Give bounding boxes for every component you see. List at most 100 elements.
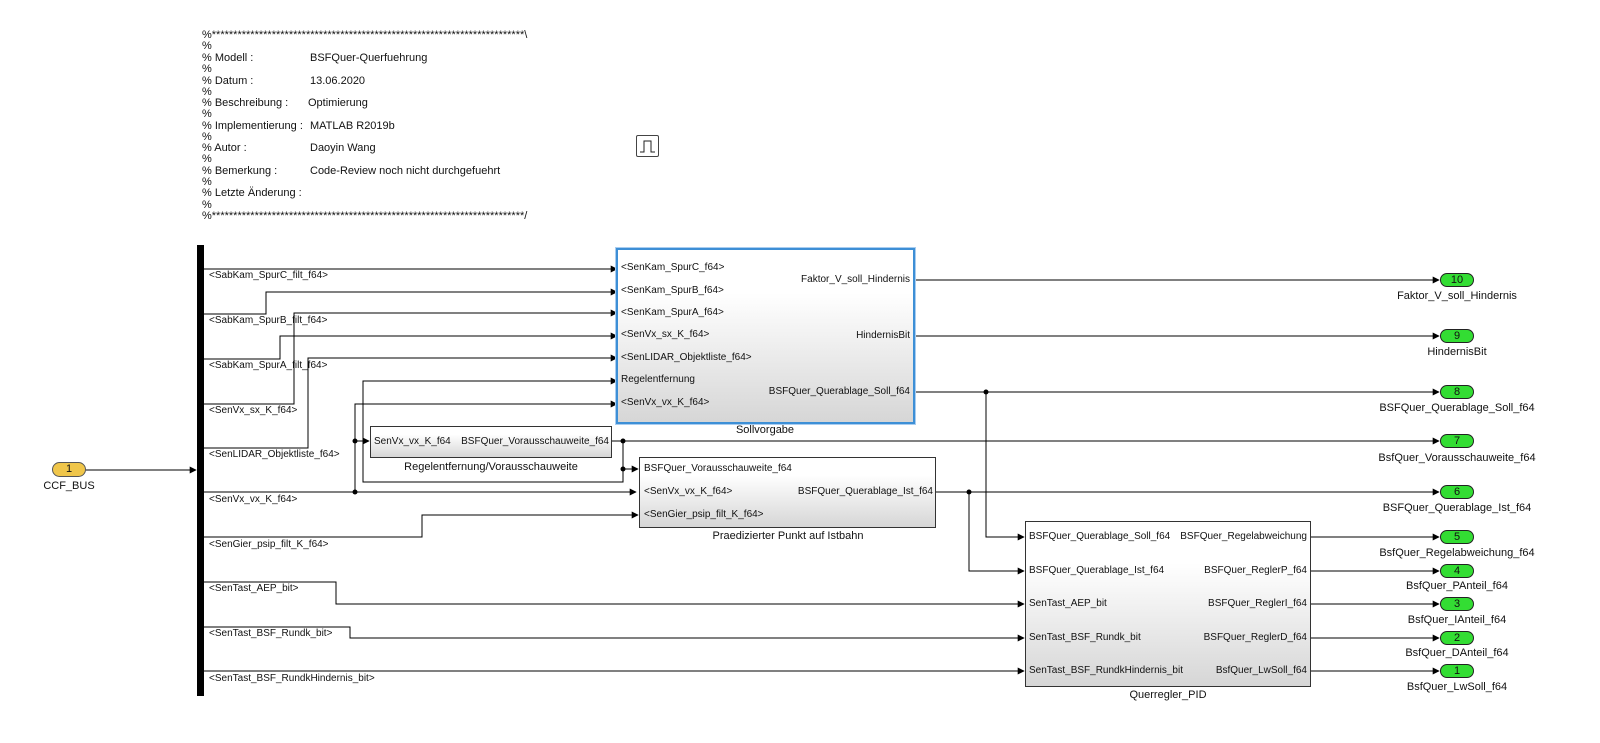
header-pct: %: [202, 131, 212, 143]
querregler-out-port: BSFQuer_ReglerD_f64: [1203, 632, 1307, 643]
praediziert-in-port: BSFQuer_Vorausschauweite_f64: [644, 463, 792, 474]
outport-4[interactable]: 4: [1440, 564, 1474, 578]
wire-vx-vx-branch1: [354, 437, 370, 492]
regelentfernung-out-port: BSFQuer_Vorausschauweite_f64: [461, 436, 609, 447]
header-stars-top: %***************************************…: [202, 29, 528, 41]
sollvorgabe-in-port: <SenKam_SpurB_f64>: [621, 285, 724, 296]
querregler-in-port: BSFQuer_Querablage_Ist_f64: [1029, 565, 1165, 576]
header-key-bemerkung: % Bemerkung :: [202, 165, 278, 177]
header-key-implementierung: % Implementierung :: [202, 120, 303, 132]
bus-signal-label: <SenVx_vx_K_f64>: [209, 494, 298, 505]
sollvorgabe-block[interactable]: [616, 248, 915, 424]
sollvorgabe-in-port: Regelentfernung: [621, 374, 695, 385]
sollvorgabe-in-port: <SenLIDAR_Objektliste_f64>: [621, 352, 752, 363]
wire-spurb: [204, 288, 618, 315]
bus-signal-label: <SenGier_psip_filt_K_f64>: [209, 539, 329, 550]
praediziert-in-port: <SenVx_vx_K_f64>: [644, 486, 733, 497]
querregler-pid-block[interactable]: [1025, 521, 1311, 687]
header-key-letzte-aenderung: % Letzte Änderung :: [202, 187, 302, 199]
regelentfernung-in-port: SenVx_vx_K_f64: [374, 436, 451, 447]
header-key-beschreibung: % Beschreibung :: [202, 97, 289, 109]
outport-1[interactable]: 1: [1440, 664, 1474, 678]
pulse-generator-icon: [640, 140, 655, 153]
header-value-modell: BSFQuer-Querfuehrung: [310, 52, 428, 64]
bus-signal-label: <SabKam_SpurA_filt_f64>: [209, 360, 328, 371]
header-pct: %: [202, 199, 212, 211]
wire-vorausschau-to-praed: [622, 441, 639, 473]
header-pct: %: [202, 108, 212, 120]
querregler-out-port: BsfQuer_LwSoll_f64: [1215, 665, 1307, 676]
bus-signal-label: <SenTast_AEP_bit>: [209, 583, 299, 594]
wire-querablage-soll-to-pid: [985, 392, 1025, 541]
praediziert-in-port: <SenGier_psip_filt_K_f64>: [644, 509, 764, 520]
wire-vx-vx-branch2: [354, 400, 618, 441]
inport-ccf-bus[interactable]: 1: [52, 462, 86, 477]
header-key-modell: % Modell :: [202, 52, 254, 64]
wire-lidar: [204, 354, 618, 449]
header-value-autor: Daoyin Wang: [310, 142, 376, 154]
header-key-datum: % Datum :: [202, 75, 254, 87]
regelentfernung-block[interactable]: [370, 426, 612, 458]
wire-querablage-ist-to-pid: [968, 492, 1025, 575]
outport-name: BsfQuer_LwSoll_f64: [1406, 681, 1508, 693]
sollvorgabe-out-port: BSFQuer_Querablage_Soll_f64: [768, 386, 910, 397]
sollvorgabe-name: Sollvorgabe: [735, 424, 795, 436]
wire-gier: [204, 511, 639, 538]
outport-name: Faktor_V_soll_Hindernis: [1397, 290, 1517, 302]
praediziert-block[interactable]: [639, 457, 936, 528]
inport-name: CCF_BUS: [43, 480, 95, 492]
header-stars-bottom: %***************************************…: [202, 210, 528, 222]
querregler-in-port: SenTast_BSF_RundkHindernis_bit: [1029, 665, 1183, 676]
header-pct: %: [202, 40, 212, 52]
querregler-in-port: SenTast_AEP_bit: [1029, 598, 1107, 609]
outport-6[interactable]: 6: [1440, 485, 1474, 499]
outport-2[interactable]: 2: [1440, 631, 1474, 645]
bus-signal-label: <SenLIDAR_Objektliste_f64>: [209, 449, 340, 460]
outport-name: BsfQuer_DAnteil_f64: [1405, 647, 1509, 659]
header-pct: %: [202, 176, 212, 188]
pulse-generator-block[interactable]: [636, 135, 659, 157]
outport-9[interactable]: 9: [1440, 329, 1474, 343]
sollvorgabe-out-port: Faktor_V_soll_Hindernis: [801, 274, 910, 285]
outport-7[interactable]: 7: [1440, 434, 1474, 448]
querregler-name: Querregler_PID: [1129, 689, 1207, 701]
outport-5[interactable]: 5: [1440, 530, 1474, 544]
sollvorgabe-in-port: <SenVx_vx_K_f64>: [621, 397, 710, 408]
outport-10[interactable]: 10: [1440, 273, 1474, 287]
praediziert-name: Praedizierter Punkt auf Istbahn: [712, 530, 864, 542]
header-pct: %: [202, 63, 212, 75]
outport-name: BsfQuer_IAnteil_f64: [1407, 614, 1507, 626]
bus-signal-label: <SenTast_BSF_RundkHindernis_bit>: [209, 673, 375, 684]
sollvorgabe-in-port: <SenKam_SpurC_f64>: [621, 262, 725, 273]
header-value-datum: 13.06.2020: [310, 75, 366, 87]
outport-name: HindernisBit: [1427, 346, 1487, 358]
sollvorgabe-out-port: HindernisBit: [856, 330, 910, 341]
outport-name: BSFQuer_Querablage_Ist_f64: [1382, 502, 1532, 514]
wire-vx-sx: [204, 309, 618, 405]
bus-signal-label: <SabKam_SpurC_filt_f64>: [209, 270, 328, 281]
header-value-implementierung: MATLAB R2019b: [310, 120, 395, 132]
wire-spura: [204, 332, 618, 360]
querregler-in-port: BSFQuer_Querablage_Soll_f64: [1029, 531, 1171, 542]
wire-aep: [204, 581, 1025, 608]
querregler-in-port: SenTast_BSF_Rundk_bit: [1029, 632, 1141, 643]
header-value-beschreibung: Optimierung: [308, 97, 368, 109]
sollvorgabe-in-port: <SenVx_sx_K_f64>: [621, 329, 710, 340]
outport-name: BsfQuer_Regelabweichung_f64: [1379, 547, 1535, 559]
outport-name: BsfQuer_PAnteil_f64: [1406, 580, 1508, 592]
outport-8[interactable]: 8: [1440, 385, 1474, 399]
querregler-out-port: BSFQuer_ReglerP_f64: [1204, 565, 1307, 576]
querregler-out-port: BSFQuer_Regelabweichung: [1180, 531, 1307, 542]
bus-signal-label: <SenVx_sx_K_f64>: [209, 405, 298, 416]
outport-name: BSFQuer_Querablage_Soll_f64: [1379, 402, 1535, 414]
header-value-bemerkung: Code-Review noch nicht durchgefuehrt: [310, 165, 501, 177]
praediziert-out-port: BSFQuer_Querablage_Ist_f64: [797, 486, 933, 497]
querregler-out-port: BSFQuer_ReglerI_f64: [1208, 598, 1307, 609]
bus-selector[interactable]: [197, 245, 204, 696]
sollvorgabe-in-port: <SenKam_SpurA_f64>: [621, 307, 724, 318]
outport-3[interactable]: 3: [1440, 597, 1474, 611]
wire-rundk: [204, 626, 1025, 642]
bus-signal-label: <SenTast_BSF_Rundk_bit>: [209, 628, 333, 639]
header-pct: %: [202, 86, 212, 98]
